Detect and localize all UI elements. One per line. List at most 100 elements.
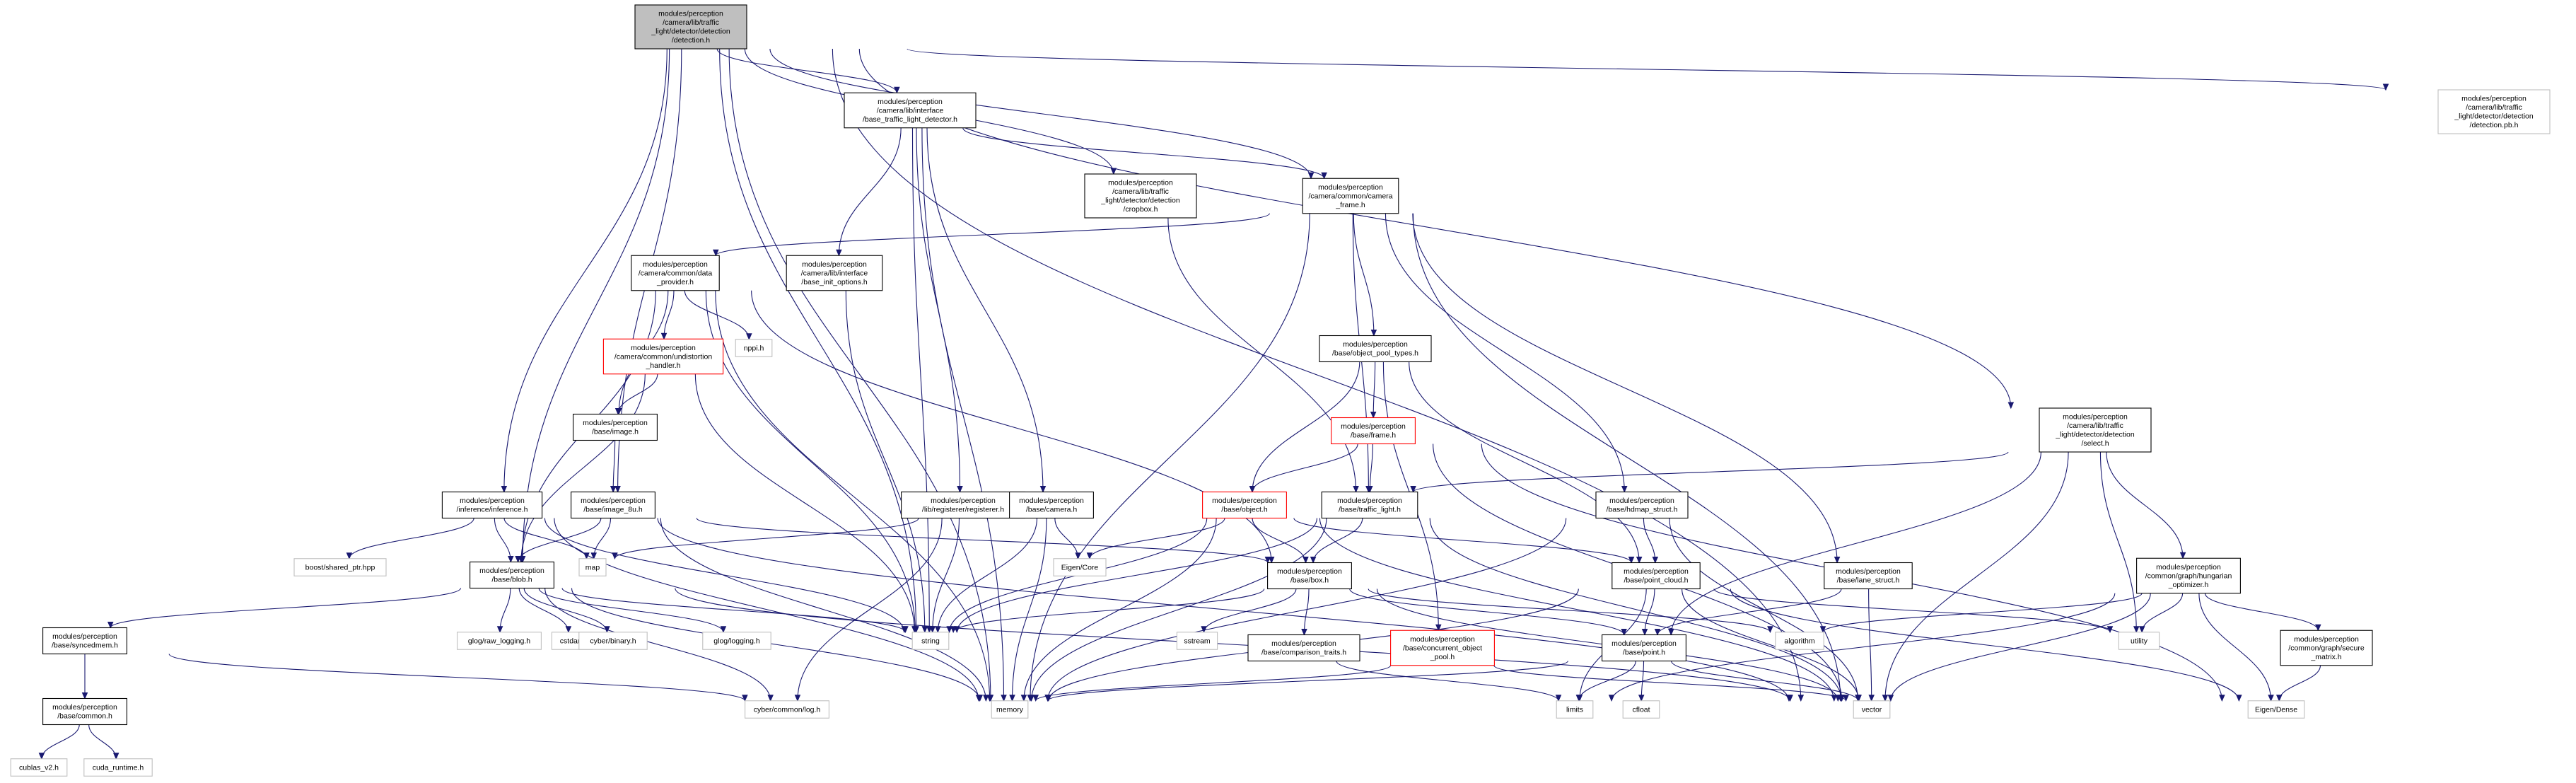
node-limits[interactable]: limits xyxy=(1556,700,1594,719)
node-registerer[interactable]: modules/perception/lib/registerer/regist… xyxy=(901,491,1025,519)
edge-line xyxy=(1385,213,1625,492)
edge-arrowhead xyxy=(1819,626,1826,633)
node-nppi[interactable]: nppi.h xyxy=(735,339,773,357)
edge-trafficlight-to-box xyxy=(1310,518,1363,564)
edge-dataprov-to-undist xyxy=(660,290,675,340)
node-detpb[interactable]: modules/perception/camera/lib/traffic_li… xyxy=(2437,89,2551,134)
edge-point-to-limits xyxy=(1575,661,1636,702)
node-label-line: /base/point.h xyxy=(1623,649,1665,657)
edge-arrowhead xyxy=(660,332,668,340)
node-boostptr[interactable]: boost/shared_ptr.hpp xyxy=(293,558,387,576)
node-frame[interactable]: modules/perception/base/frame.h xyxy=(1331,417,1416,445)
node-inference[interactable]: modules/perception/inference/inference.h xyxy=(441,491,543,519)
node-vector[interactable]: vector xyxy=(1853,700,1891,719)
node-eigencore[interactable]: Eigen/Core xyxy=(1053,558,1107,576)
edge-line xyxy=(1657,588,1842,635)
edge-arrowhead xyxy=(1621,629,1627,636)
node-blob[interactable]: modules/perception/base/blob.h xyxy=(470,561,554,589)
node-label-line: /base/object_pool_types.h xyxy=(1332,349,1418,358)
node-cyberlog[interactable]: cyber/common/log.h xyxy=(745,700,829,719)
node-objpool[interactable]: modules/perception/base/object_pool_type… xyxy=(1319,335,1432,363)
node-dataprov[interactable]: modules/perception/camera/common/data_pr… xyxy=(631,255,720,291)
node-eigendense[interactable]: Eigen/Dense xyxy=(2247,700,2305,719)
edge-pointcloud-to-utility xyxy=(1713,588,2114,633)
edge-select-to-point xyxy=(1668,451,2041,636)
edge-arrowhead xyxy=(1028,695,1035,702)
node-lanestruct[interactable]: modules/perception/base/lane_struct.h xyxy=(1824,562,1913,590)
node-label-line: /base/traffic_light.h xyxy=(1339,506,1401,514)
node-cfloat[interactable]: cfloat xyxy=(1622,700,1660,719)
node-point[interactable]: modules/perception/base/point.h xyxy=(1602,634,1686,662)
node-utility[interactable]: utility xyxy=(2118,632,2160,650)
node-algorithm[interactable]: algorithm xyxy=(1775,632,1824,650)
node-cublas[interactable]: cublas_v2.h xyxy=(10,758,68,777)
edge-arrowhead xyxy=(2138,626,2145,633)
node-box xyxy=(293,558,387,576)
edge-concpool-to-memory xyxy=(1032,665,1392,702)
node-image[interactable]: modules/perception/base/image.h xyxy=(573,413,658,441)
edge-trafficlight-to-memory xyxy=(1028,518,1327,702)
node-initopt[interactable]: modules/perception/camera/lib/interface/… xyxy=(786,255,883,291)
node-label-line: /camera/lib/interface xyxy=(801,269,868,277)
node-glograw[interactable]: glog/raw_logging.h xyxy=(457,632,542,650)
edge-line xyxy=(612,440,616,492)
node-cropbox[interactable]: modules/perception/camera/lib/traffic_li… xyxy=(1084,173,1197,219)
node-label-line: /camera/lib/interface xyxy=(877,106,944,115)
edge-inference-to-vector xyxy=(657,518,1793,702)
edge-arrowhead xyxy=(2007,402,2015,410)
node-box[interactable]: modules/perception/base/box.h xyxy=(1267,562,1352,590)
node-sstream[interactable]: sstream xyxy=(1176,632,1218,650)
node-camframe[interactable]: modules/perception/camera/common/camera_… xyxy=(1302,178,1399,214)
node-cudart[interactable]: cuda_runtime.h xyxy=(83,758,153,777)
edge-arrowhead xyxy=(1410,486,1416,493)
node-undist[interactable]: modules/perception/camera/common/undisto… xyxy=(602,338,724,375)
edge-registerer-to-string xyxy=(929,518,960,633)
edge-arrowhead xyxy=(1370,412,1377,419)
edge-btld-to-initopt xyxy=(836,127,902,257)
node-syncedmem[interactable]: modules/perception/base/syncedmem.h xyxy=(42,627,127,655)
node-box xyxy=(1053,558,1107,576)
node-label-line: boost/shared_ptr.hpp xyxy=(305,563,375,572)
node-map[interactable]: map xyxy=(578,558,607,576)
edge-line xyxy=(1319,518,1835,701)
node-comptraits[interactable]: modules/perception/base/comparison_trait… xyxy=(1247,634,1360,662)
node-object[interactable]: modules/perception/base/object.h xyxy=(1202,491,1287,519)
edge-arrowhead xyxy=(1201,626,1207,633)
edge-arrowhead xyxy=(1621,486,1628,493)
edge-image8u-to-memory xyxy=(660,518,989,702)
node-select[interactable]: modules/perception/camera/lib/traffic_li… xyxy=(2039,407,2152,453)
node-string[interactable]: string xyxy=(911,632,950,650)
node-root: modules/perception/camera/lib/traffic_li… xyxy=(634,4,747,50)
edge-select-to-vector xyxy=(1882,451,2069,702)
edge-concpool-to-vector xyxy=(1493,665,1849,702)
node-label-line: modules/perception xyxy=(52,632,117,641)
node-trafficlight[interactable]: modules/perception/base/traffic_light.h xyxy=(1321,491,1418,519)
edge-line xyxy=(769,48,1312,179)
node-memory[interactable]: memory xyxy=(991,700,1029,719)
edge-camframe-to-vector xyxy=(1412,213,1844,702)
node-gloglog[interactable]: glog/logging.h xyxy=(702,632,771,650)
node-label-line: modules/perception xyxy=(2294,635,2359,644)
node-box xyxy=(42,697,127,726)
node-label-line: /base/comparison_traits.h xyxy=(1261,649,1346,657)
node-secure[interactable]: modules/perception/common/graph/secure_m… xyxy=(2280,630,2373,666)
node-box xyxy=(1556,700,1594,719)
node-camera[interactable]: modules/perception/base/camera.h xyxy=(1009,491,1094,519)
edge-hungarian-to-limits xyxy=(1608,593,2116,702)
node-hdmap[interactable]: modules/perception/base/hdmap_struct.h xyxy=(1595,491,1689,519)
node-box xyxy=(1302,178,1399,214)
node-hungarian[interactable]: modules/perception/common/graph/hungaria… xyxy=(2136,557,2241,594)
node-common[interactable]: modules/perception/base/common.h xyxy=(42,697,127,726)
node-btld[interactable]: modules/perception/camera/lib/interface/… xyxy=(844,92,977,129)
node-cyberbin[interactable]: cyber/binary.h xyxy=(578,632,648,650)
node-label-line: _light/detector/detection xyxy=(2454,112,2534,121)
edge-arrowhead xyxy=(1834,557,1841,564)
edge-line xyxy=(523,588,607,632)
edge-root-to-btld xyxy=(716,48,900,94)
node-concpool[interactable]: modules/perception/base/concurrent_objec… xyxy=(1390,630,1495,666)
node-pointcloud[interactable]: modules/perception/base/point_cloud.h xyxy=(1612,562,1701,590)
node-image8u[interactable]: modules/perception/base/image_8u.h xyxy=(571,491,655,519)
node-label-line: modules/perception xyxy=(631,344,696,352)
node-box xyxy=(573,413,658,441)
node-label-line: /camera/common/data xyxy=(639,269,713,277)
